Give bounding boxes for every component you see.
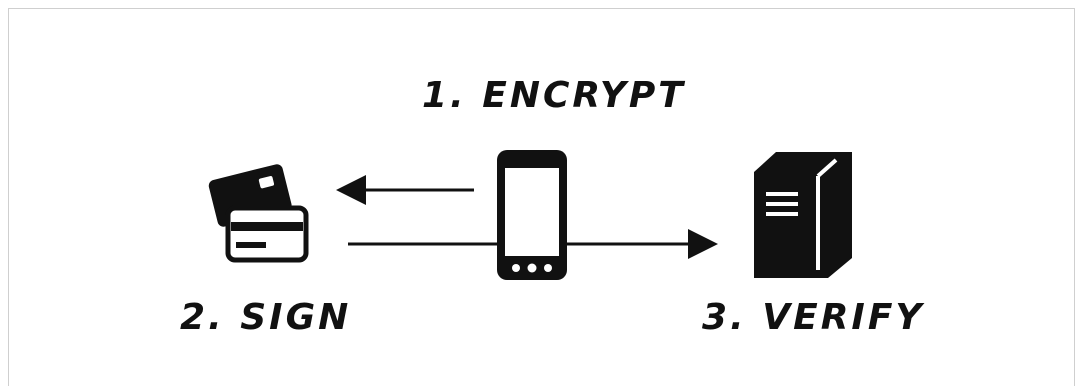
server-tower-icon	[754, 152, 852, 278]
credit-cards-icon	[208, 164, 309, 263]
step-verify-label: 3. VERIFY	[702, 297, 925, 338]
smartphone-icon	[497, 150, 567, 280]
step-sign-label: 2. SIGN	[180, 297, 352, 338]
step-encrypt-label: 1. ENCRYPT	[422, 75, 686, 116]
